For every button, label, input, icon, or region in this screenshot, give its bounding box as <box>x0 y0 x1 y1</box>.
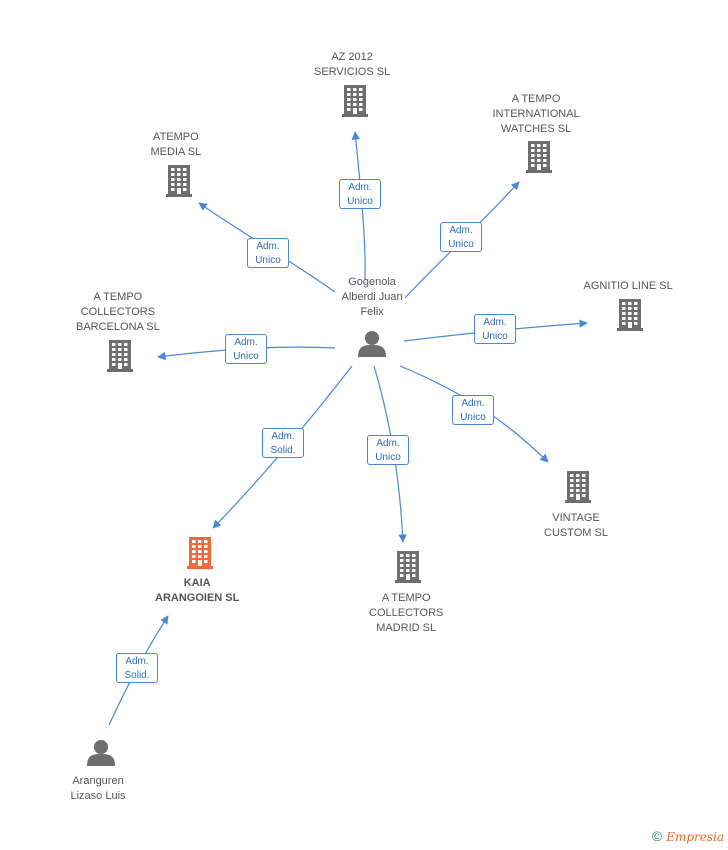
edge-label-line: Adm. <box>461 398 485 409</box>
icons-layer <box>87 85 643 766</box>
atempo_media-building-icon[interactable] <box>166 165 192 197</box>
edge-label-line: Adm. <box>376 438 400 449</box>
edge-label-line: Adm. <box>449 225 473 236</box>
copyright-icon: © <box>651 828 663 844</box>
edge-label-az2012[interactable]: Adm. Unico <box>339 179 381 209</box>
agnitio-building-icon[interactable] <box>617 299 643 331</box>
node-label-line: Aranguren <box>72 775 124 787</box>
footer: ©Empresia <box>652 828 724 844</box>
node-label-line: ATEMPO <box>153 131 199 143</box>
aranguren-person-icon[interactable] <box>87 740 115 766</box>
edge-label-line: Solid. <box>270 445 296 456</box>
edge-label-kaia[interactable]: Adm. Solid. <box>262 428 304 458</box>
kaia-building-icon[interactable] <box>187 537 213 569</box>
node-label-agnitio[interactable]: AGNITIO LINE SL <box>584 279 673 294</box>
node-label-line: AGNITIO LINE SL <box>583 280 673 292</box>
edge-label-line: Adm. <box>271 431 295 442</box>
az2012-building-icon[interactable] <box>342 85 368 117</box>
node-label-line: A TEMPO <box>381 592 431 604</box>
edge-label-line: Adm. <box>234 337 258 348</box>
node-label-vintage[interactable]: VINTAGE CUSTOM SL <box>544 511 608 541</box>
node-label-line: SERVICIOS SL <box>314 66 391 78</box>
edge-label-line: Adm. <box>483 317 507 328</box>
node-label-line: WATCHES SL <box>500 123 572 135</box>
edges-layer <box>108 131 588 726</box>
node-label-line: CUSTOM SL <box>544 527 608 539</box>
node-label-line: Gogenola <box>348 276 396 288</box>
edge-label-line: Adm. <box>256 241 280 252</box>
edge-label-atempo_madrid[interactable]: Adm. Unico <box>367 435 409 465</box>
edge-label-agnitio[interactable]: Adm. Unico <box>474 314 516 344</box>
edge-label-line: Solid. <box>124 670 150 681</box>
atempo_bcn-building-icon[interactable] <box>107 340 133 372</box>
node-label-line: VINTAGE <box>552 512 600 524</box>
node-label-line: COLLECTORS <box>80 306 156 318</box>
edge-label-atempo_media[interactable]: Adm. Unico <box>247 238 289 268</box>
node-label-line: A TEMPO <box>511 93 561 105</box>
node-label-line: KAIA <box>183 577 211 589</box>
node-label-line: MEDIA SL <box>150 146 202 158</box>
edge-label-atempo_intl[interactable]: Adm. Unico <box>440 222 482 252</box>
node-label-line: ARANGOIEN SL <box>155 592 240 604</box>
edge-label-vintage[interactable]: Adm. Unico <box>452 395 494 425</box>
node-label-line: Alberdi Juan <box>341 291 403 303</box>
brand-logo[interactable]: Empresia <box>666 830 724 844</box>
edge-label-line: Unico <box>375 452 401 463</box>
edge-label-line: Unico <box>482 331 508 342</box>
atempo_intl-building-icon[interactable] <box>526 141 552 173</box>
edge-label-line: Adm. <box>348 182 372 193</box>
node-label-line: COLLECTORS <box>369 607 444 619</box>
node-label-line: Felix <box>360 306 384 318</box>
node-label-line: MADRID SL <box>376 622 437 634</box>
edge-label-line: Unico <box>460 412 486 423</box>
edge-label-atempo_bcn[interactable]: Adm. Unico <box>225 334 267 364</box>
edge-gogenola-to-az2012 <box>351 131 366 281</box>
node-label-line: AZ 2012 <box>331 51 373 63</box>
node-label-atempo_madrid[interactable]: A TEMPO COLLECTORS MADRID SL <box>369 591 443 636</box>
node-label-line: INTERNATIONAL <box>492 108 580 120</box>
edge-label-line: Unico <box>448 239 474 250</box>
edge-label-line: Adm. <box>125 656 149 667</box>
node-label-line: A TEMPO <box>93 291 143 303</box>
node-label-line: Lizaso Luis <box>70 790 126 802</box>
vintage-building-icon[interactable] <box>565 471 591 503</box>
edge-label-line: Unico <box>255 255 281 266</box>
atempo_madrid-building-icon[interactable] <box>395 551 421 583</box>
node-label-kaia[interactable]: KAIA ARANGOIEN SL <box>155 576 239 606</box>
edge-label-kaia[interactable]: Adm. Solid. <box>116 653 158 683</box>
node-label-atempo_intl[interactable]: A TEMPO INTERNATIONAL WATCHES SL <box>493 92 580 137</box>
node-label-atempo_media[interactable]: ATEMPO MEDIA SL <box>151 130 202 160</box>
node-label-atempo_bcn[interactable]: A TEMPO COLLECTORS BARCELONA SL <box>76 290 160 335</box>
gogenola-person-icon[interactable] <box>358 331 386 357</box>
node-label-line: BARCELONA SL <box>76 321 160 333</box>
edge-label-line: Unico <box>347 196 373 207</box>
edge-label-line: Unico <box>233 351 259 362</box>
